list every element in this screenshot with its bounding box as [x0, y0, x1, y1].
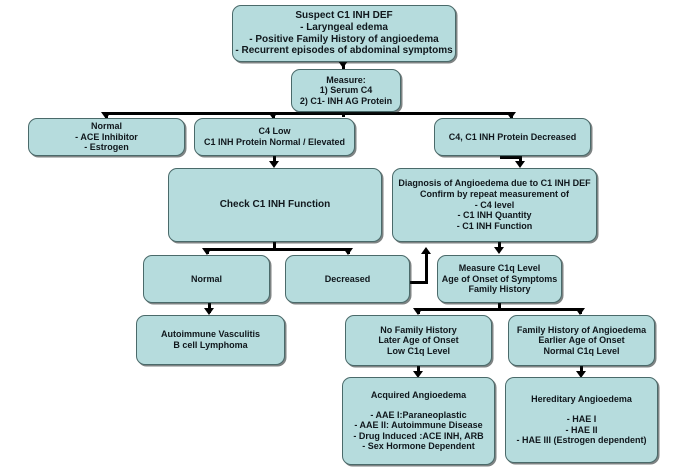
node-line: Autoimmune Vasculitis [160, 329, 261, 340]
node-c4-c1-inh-protein-decreased[interactable]: C4, C1 INH Protein Decreased [434, 118, 591, 156]
connector-decreased-down-b [519, 156, 522, 165]
node-line: - ACE Inhibitor [75, 131, 138, 142]
arrowhead-measure-c1q-top [494, 247, 504, 254]
node-family-history-angioedema[interactable]: Family History of Angioedema Earlier Age… [508, 315, 655, 366]
connector-fh-to-hereditary [580, 365, 583, 375]
node-line: Low C1q Level [386, 345, 450, 356]
connector-decreased-to-c1q-horizontal [410, 281, 428, 284]
node-line: - Sex Hormone Dependent [362, 441, 475, 452]
node-line: No Family History [380, 324, 457, 335]
node-c4-low[interactable]: C4 Low C1 INH Protein Normal / Elevated [194, 118, 355, 156]
connector-c1q-down [498, 303, 501, 310]
node-line: - C1 INH Function [456, 220, 533, 231]
node-line: Measure: [326, 74, 366, 85]
node-line: - C4 level [474, 199, 515, 210]
node-line: - HAE II [565, 424, 598, 435]
node-measure-c1q-level[interactable]: Measure C1q Level Age of Onset of Sympto… [437, 255, 562, 303]
node-no-family-history[interactable]: No Family History Later Age of Onset Low… [345, 315, 492, 366]
node-line: 2) C1- INH AG Protein [299, 95, 393, 106]
arrowhead-family-history [575, 308, 585, 315]
node-acquired-angioedema[interactable]: Acquired Angioedema - AAE I:Paraneoplast… [342, 377, 495, 465]
connector-check-down [273, 242, 276, 250]
node-line: 1) Serum C4 [319, 85, 373, 96]
node-heading: Hereditary Angioedema [531, 394, 632, 405]
connector-diagnosis-to-c1q [498, 242, 501, 250]
node-autoimmune-vasculitis[interactable]: Autoimmune Vasculitis B cell Lymphoma [136, 315, 285, 365]
node-line: - C1 INH Quantity [457, 210, 532, 221]
arrowhead-function-normal [202, 248, 212, 255]
node-line: Confirm by repeat measurement of [419, 189, 570, 200]
node-line: B cell Lymphoma [173, 340, 248, 350]
node-line: - Drug Induced :ACE INH, ARB [353, 430, 484, 441]
node-line: Check C1 INH Function [219, 199, 331, 211]
node-hereditary-angioedema[interactable]: Hereditary Angioedema - HAE I - HAE II -… [505, 377, 658, 463]
arrowhead-acquired [413, 371, 423, 378]
node-line: Diagnosis of Angioedema due to C1 INH DE… [398, 178, 591, 189]
node-line: - AAE II: Autoimmune Disease [354, 420, 483, 431]
connector-decreased-to-c1q-vertical [425, 253, 428, 282]
connector-nofh-to-acquired [417, 365, 420, 375]
arrowhead-hereditary [576, 371, 586, 378]
connector-c4low-to-check [273, 155, 276, 165]
node-measure-labs[interactable]: Measure: 1) Serum C4 2) C1- INH AG Prote… [291, 69, 401, 112]
node-line: Suspect C1 INH DEF [295, 9, 393, 21]
node-line: Later Age of Onset [378, 335, 459, 346]
node-line: - HAE III (Estrogen dependent) [516, 435, 647, 446]
connector-decreased-jog [500, 156, 522, 159]
node-heading: Acquired Angioedema [370, 389, 467, 400]
node-line: Normal C1q Level [543, 345, 620, 356]
node-line: Normal [190, 273, 222, 284]
node-function-normal[interactable]: Normal [143, 255, 270, 303]
arrowhead-autoimmune [204, 308, 214, 315]
node-line: Age of Onset of Symptoms [441, 273, 558, 284]
node-line: Measure C1q Level [458, 263, 541, 274]
node-line: - Recurrent episodes of abdominal sympto… [235, 45, 453, 57]
node-line: - AAE I:Paraneoplastic [370, 409, 467, 420]
arrowhead-function-decreased [343, 248, 353, 255]
node-line: Family History of Angioedema [516, 324, 647, 335]
node-line: Earlier Age of Onset [538, 335, 625, 346]
arrowhead-check-function [269, 161, 279, 168]
arrowhead-c4-low [268, 112, 278, 119]
arrowhead-measure [338, 61, 348, 68]
node-line: C4 Low [258, 126, 291, 137]
connector-distribution-bar [105, 112, 513, 115]
arrowhead-measure-c1q-left [421, 247, 431, 254]
node-line: Decreased [324, 273, 371, 284]
node-line: C1 INH Protein Normal / Elevated [203, 137, 346, 147]
node-diagnosis-angioedema[interactable]: Diagnosis of Angioedema due to C1 INH DE… [392, 168, 597, 242]
connector-c1q-split-bar [417, 308, 582, 311]
connector-function-split-bar [206, 248, 350, 251]
arrowhead-no-family-history [413, 308, 423, 315]
node-normal-ace-estrogen[interactable]: Normal - ACE Inhibitor - Estrogen [28, 118, 185, 156]
node-line: - Estrogen [84, 142, 129, 153]
arrowhead-normal-ace [101, 112, 111, 119]
node-line: C4, C1 INH Protein Decreased [448, 131, 577, 142]
node-line: - Positive Family History of angioedema [249, 33, 439, 45]
node-suspect-c1-inh-def[interactable]: Suspect C1 INH DEF - Laryngeal edema - P… [232, 5, 456, 62]
node-line: - HAE I [566, 413, 597, 424]
node-line: - Laryngeal edema [300, 21, 388, 33]
arrowhead-c4-c1-decreased [506, 112, 516, 119]
node-line: Family History [468, 284, 531, 295]
arrowhead-diagnosis [515, 161, 525, 168]
node-function-decreased[interactable]: Decreased [285, 255, 410, 303]
node-check-c1-inh-function[interactable]: Check C1 INH Function [168, 168, 382, 242]
node-line: Normal [90, 121, 122, 132]
